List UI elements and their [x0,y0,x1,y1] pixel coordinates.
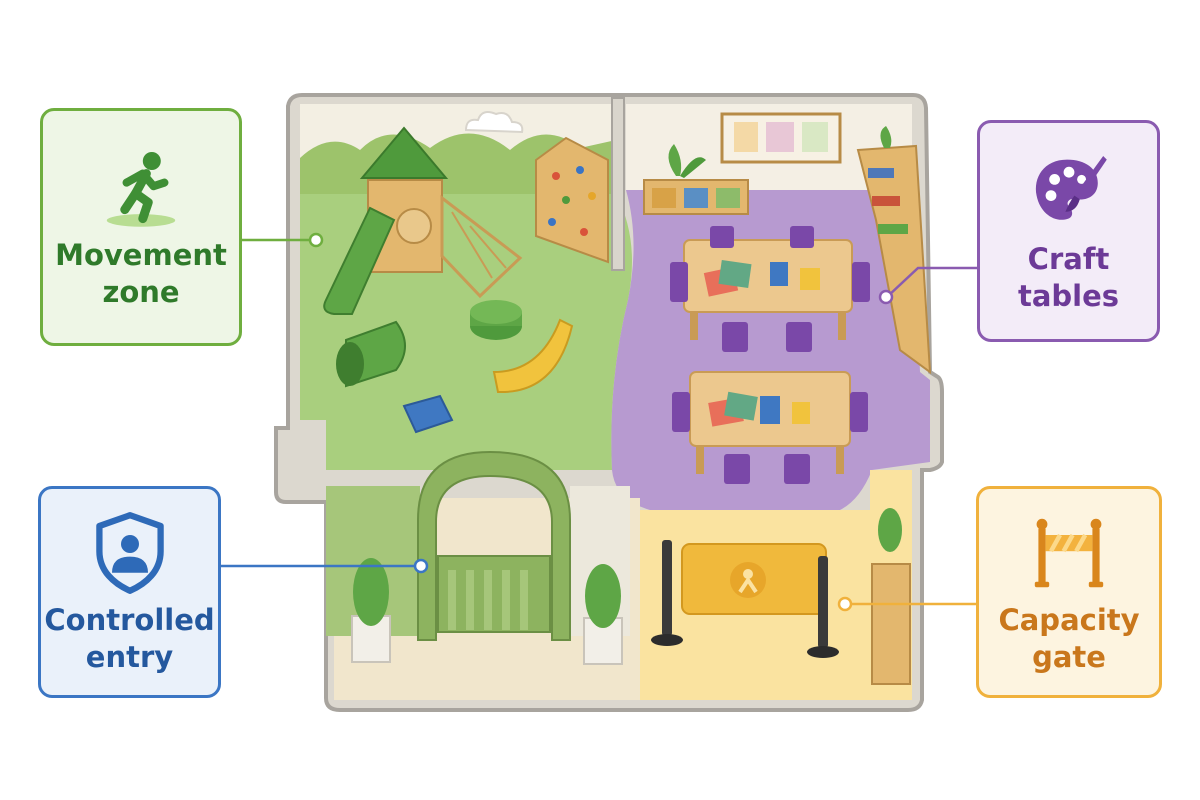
entry-gate [437,555,551,633]
play-structure [323,126,523,315]
capacity-gate-label: Capacity gate [998,603,1140,674]
planter-right [583,564,623,665]
craft-tables-label: Craft tables [1017,242,1120,313]
barrier-stanchion-icon [1034,518,1104,588]
planter-left [351,558,391,663]
shield-person-icon [95,512,164,594]
leader-entry [221,558,429,574]
capacity-stanchions [651,540,839,658]
bookshelf [856,126,932,375]
craft-tables-callout: Craft tables [977,120,1160,342]
side-bench [871,508,911,685]
divider-wall [611,97,625,271]
art-board [720,112,842,164]
soft-play-pieces [336,300,574,434]
leader-movement [242,232,324,248]
movement-zone-callout: Movement zone [40,108,242,346]
palette-brush-icon [1035,156,1107,220]
craft-table-upper [670,226,870,352]
cloud-decal [464,111,524,134]
leader-capacity [837,596,976,612]
movement-zone-label: Movement zone [55,238,227,309]
controlled-entry-callout: Controlled entry [38,486,221,698]
controlled-entry-label: Controlled entry [44,603,215,674]
cubby-shelf [643,144,749,215]
running-person-icon [106,152,176,227]
craft-table-lower [672,371,868,484]
climbing-wall [535,136,609,264]
leader-craft [878,266,977,305]
entry-arch [417,450,571,641]
capacity-gate-callout: Capacity gate [976,486,1162,698]
